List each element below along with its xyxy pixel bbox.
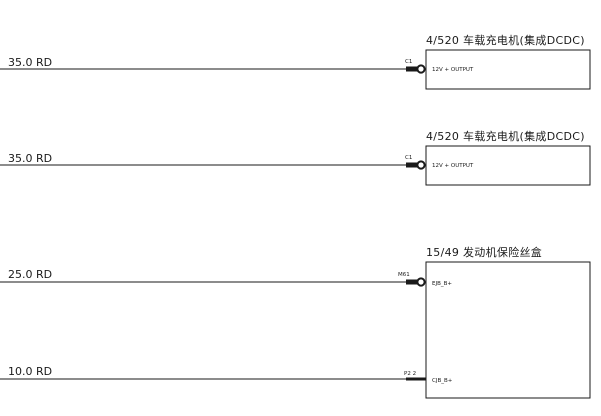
circuit-1: 35.0 RD C1 4/520 车载充电机(集成DCDC) 12V + OUT… (0, 33, 591, 90)
connector-label-4: P2 2 (404, 371, 416, 377)
circuit-4: 10.0 RD P2 2 CJB_B+ (0, 365, 453, 384)
pin-label-3: EJB_B+ (432, 281, 452, 287)
wire-label-2: 35.0 RD (8, 152, 52, 165)
component-box-1 (425, 49, 591, 90)
ring-terminal-icon (406, 160, 426, 170)
pin-label-2: 12V + OUTPUT (432, 163, 474, 169)
plain-pin-icon (406, 377, 426, 381)
circuit-2: 35.0 RD C1 4/520 车载充电机(集成DCDC) 12V + OUT… (0, 129, 591, 186)
wire-label-4: 10.0 RD (8, 365, 52, 378)
ring-terminal-icon (406, 64, 426, 74)
connector-label-2: C1 (405, 155, 412, 161)
circuit-3: 25.0 RD M61 15/49 发动机保险丝盒 EJB_B+ (0, 245, 591, 399)
component-title-3: 15/49 发动机保险丝盒 (426, 245, 542, 259)
connector-label-1: C1 (405, 59, 412, 65)
pin-label-1: 12V + OUTPUT (432, 67, 474, 73)
component-box-2 (425, 145, 591, 186)
wire-label-1: 35.0 RD (8, 56, 52, 69)
connector-label-3: M61 (398, 272, 410, 278)
pin-label-4: CJB_B+ (432, 378, 453, 384)
ring-terminal-icon (406, 277, 426, 287)
component-title-1: 4/520 车载充电机(集成DCDC) (426, 33, 585, 47)
wire-label-3: 25.0 RD (8, 268, 52, 281)
component-title-2: 4/520 车载充电机(集成DCDC) (426, 129, 585, 143)
component-box-3 (425, 261, 591, 399)
